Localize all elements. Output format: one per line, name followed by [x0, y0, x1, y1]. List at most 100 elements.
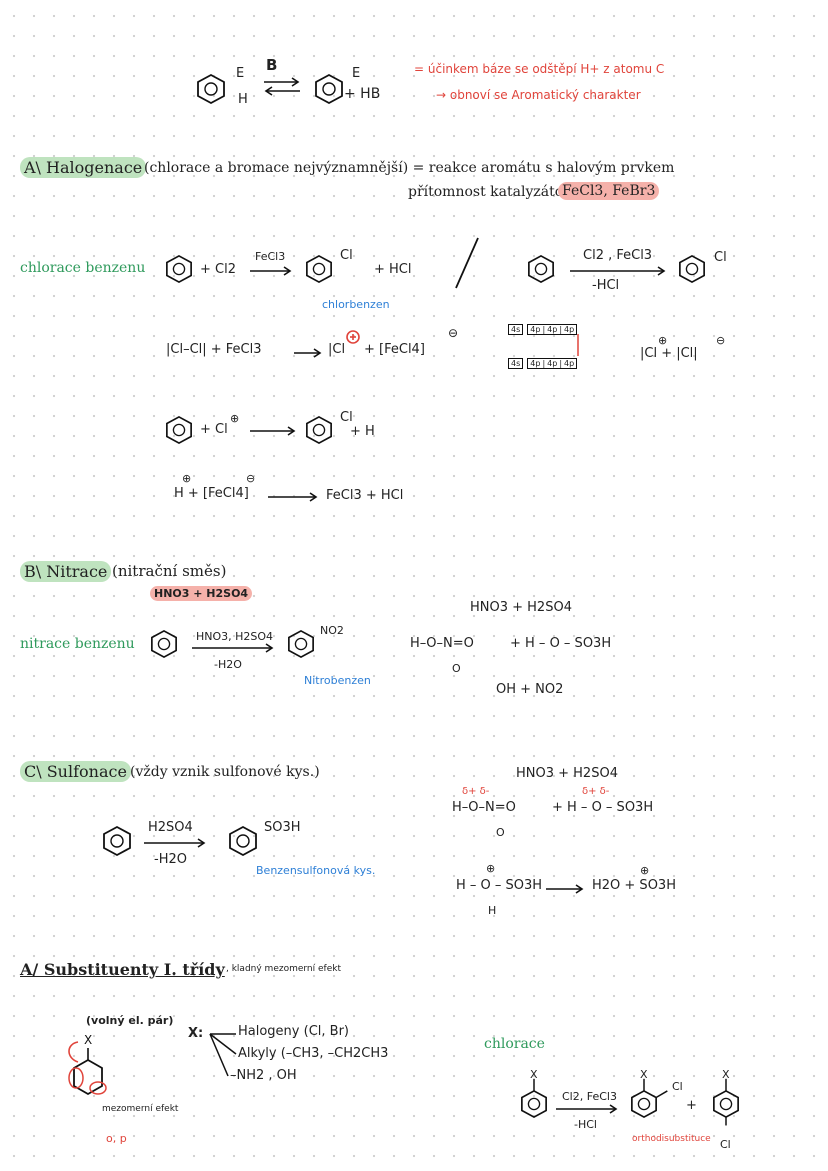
nitrace-mech-left: H–O–N=O [410, 636, 474, 651]
para-subst: Cl [720, 1138, 731, 1151]
eq1-subst: Cl [340, 248, 353, 263]
eq1-catalyst: FeCl3 [255, 250, 286, 263]
sulfonace-title: C\ Sulfonace [20, 761, 131, 782]
eq2-top: Cl2 , FeCl3 [583, 248, 653, 263]
nitrace-arrow-bottom: -H2O [214, 658, 242, 671]
minus-charge-icon: ⊖ [246, 472, 256, 485]
reaction-arrow [546, 884, 584, 894]
orbital-row-2: 4s 4p|4p|4p [508, 358, 578, 369]
x-top-label: X [640, 1068, 648, 1081]
partial-charges: δ+ δ- [582, 786, 610, 797]
eq2-subst: Cl [714, 250, 727, 265]
ion-pair: |Cl + |Cl| [640, 346, 698, 361]
sulfonace-mech-title: HNO3 + H2SO4 [516, 766, 618, 781]
orbital-row-1: 4s 4p|4p|4p [508, 324, 578, 335]
sulfonace-mech-left-o: O [496, 826, 505, 839]
benzene-ring [713, 1078, 739, 1126]
orbital-box: 4p|4p|4p [527, 324, 578, 335]
substituent-item: Alkyly (–CH3, –CH2CH3 [238, 1046, 389, 1061]
orbital-arrow-line [577, 334, 579, 356]
nitration-mix: HNO3 + H2SO4 [150, 586, 253, 601]
sulfonace-mech-right: + H – O – SO3H [552, 800, 654, 815]
x-top-label: X [530, 1068, 538, 1081]
nitrace-mech-title: HNO3 + H2SO4 [470, 600, 572, 615]
benzene-ring [306, 254, 332, 284]
catalyst-badge: FeCl3, FeBr3 [558, 182, 660, 200]
halogenace-title: A\ Halogenace [20, 157, 147, 178]
benzene-ring [631, 1078, 668, 1119]
chlorbenzen-label: chlorbenzen [322, 298, 390, 311]
eq1-reagent: + Cl2 [200, 262, 236, 277]
sulfonace-mech-step: H – O – SO3H [456, 878, 543, 893]
orbital-box: 4s [508, 358, 524, 369]
chlorace-label: chlorace [484, 1036, 545, 1052]
plus-charge-icon: ⊕ [640, 864, 650, 877]
plus-sign: + [686, 1098, 697, 1113]
benzene-ring [151, 629, 177, 659]
reaction-arrow [294, 348, 322, 358]
step3-right: FeCl3 + HCl [326, 488, 404, 503]
x-top-label: X [722, 1068, 730, 1081]
plus-charge-icon: ⊕ [658, 334, 668, 347]
chlorace-benzenu-label: chlorace benzenu [20, 260, 146, 276]
benzene-ring [306, 415, 332, 445]
substituenty-title: A/ Substituenty I. třídy [20, 960, 225, 979]
benzene-ring-arenium [197, 73, 225, 105]
step1-left: |Cl–Cl| + FeCl3 [166, 342, 262, 357]
top-note-1: = účinkem báze se odštěpí H+ z atomu C [414, 62, 665, 76]
partial-charges: δ+ δ- [462, 786, 490, 797]
free-pair-label: (volný el. pár) [86, 1014, 174, 1027]
benzene-ring [103, 825, 131, 857]
step2-byproduct: + H [350, 424, 375, 439]
benzene-ring [166, 415, 192, 445]
step2-subst: Cl [340, 410, 353, 425]
reaction-arrow [250, 266, 292, 276]
reaction-arrow [192, 643, 274, 653]
top-base: B [266, 56, 278, 74]
subst-arrow-bottom: -HCl [574, 1118, 597, 1131]
nitrobenzen-label: Nitrobenzen [304, 674, 371, 687]
nitrace-title: B\ Nitrace [20, 561, 112, 582]
nitrace-mech-products: OH + NO2 [496, 682, 564, 697]
benzene-ring [679, 254, 705, 284]
benzene-ring-product [315, 73, 343, 105]
reaction-arrow [268, 492, 318, 502]
step1-anion: + [FeCl4] [364, 342, 425, 357]
step3-left: H + [FeCl4] [174, 486, 249, 501]
benzene-ring [166, 254, 192, 284]
top-right-e: E [352, 66, 361, 81]
plus-charge-icon: ⊕ [486, 862, 496, 875]
mesomeric-label: mezomerní efekt [102, 1104, 179, 1114]
orbital-box: 4p|4p|4p [527, 358, 578, 369]
reaction-arrow [570, 266, 666, 276]
benzene-ring [528, 254, 554, 284]
positions-label: o, p [106, 1132, 127, 1145]
nitrace-arrow-top: HNO3, H2SO4 [196, 630, 274, 643]
top-hb: + HB [344, 86, 381, 102]
minus-charge-icon: ⊖ [448, 326, 459, 340]
eq1-byproduct: + HCl [374, 262, 412, 277]
separator-slash [455, 237, 479, 289]
sulfonace-mech-left: H–O–N=O [452, 800, 516, 815]
minus-charge-icon: ⊖ [716, 334, 726, 347]
nitro-subst: NO2 [320, 624, 344, 637]
mesomeric-benzene-icon: X [68, 1033, 107, 1096]
substituent-branches [209, 1033, 237, 1077]
halogenace-desc: (chlorace a bromace nejvýznamnější) = re… [144, 160, 675, 176]
benzene-ring [521, 1078, 547, 1119]
nitrace-benzenu-label: nitrace benzenu [20, 636, 135, 652]
orbital-box: 4s [508, 324, 524, 335]
nitrace-mech-left-o: O [452, 662, 461, 675]
reaction-arrow [144, 838, 206, 848]
ortho-subst: Cl [672, 1080, 683, 1093]
benzene-ring [229, 825, 257, 857]
sulfonace-desc: (vždy vznik sulfonové kys.) [130, 764, 320, 780]
top-note-2: → obnoví se Aromatický charakter [436, 88, 641, 102]
reaction-arrow [556, 1104, 618, 1114]
nitrace-desc: (nitrační směs) [112, 562, 227, 580]
catalyst-intro: přítomnost katalyzátoru!: [408, 184, 590, 200]
sulfonace-subst: SO3H [264, 820, 301, 835]
sulfonace-arrow-top: H2SO4 [148, 820, 193, 835]
sulfonace-mech-products: H2O + SO3H [592, 878, 676, 893]
nitrace-mech-right: + H – O – SO3H [510, 636, 612, 651]
